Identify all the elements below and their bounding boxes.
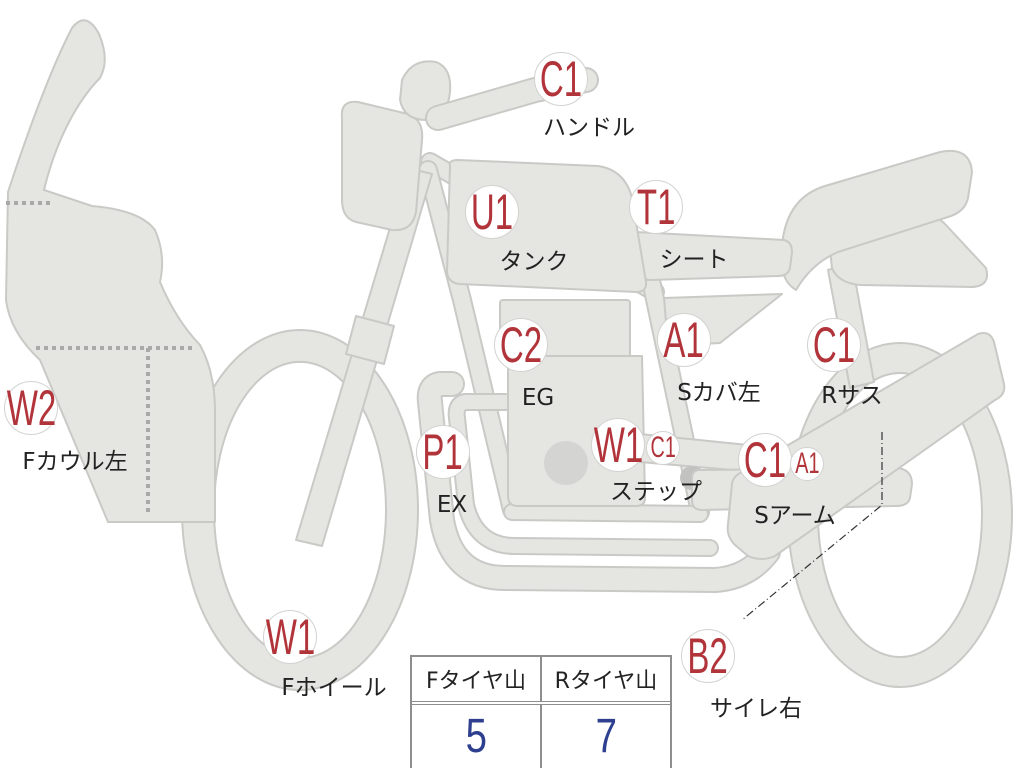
part-label: Fホイール [281,675,387,701]
code-badge: U1 [465,185,519,239]
code-badge: C1 [807,318,861,372]
code-text: W2 [6,380,56,436]
code-badge: C1 [534,52,588,106]
part-label: ハンドル [543,115,635,141]
front-tread-cell: 5 [412,705,540,768]
code-text: P1 [422,424,464,480]
exhaust-outer-pipe [418,373,779,591]
tire-tread-table: Fタイヤ山 Rタイヤ山 5 7 [410,655,672,768]
rear-tread-header: Rタイヤ山 [540,657,670,701]
front-tread-header: Fタイヤ山 [426,669,526,694]
code-badge: B2 [681,629,735,683]
rear-tread-value: 7 [595,710,617,763]
code-badge: W1 [591,418,645,472]
code-text: C1 [743,432,787,488]
fork-cover [345,315,395,365]
code-badge: W2 [4,381,58,435]
secondary-code-badge: A1 [790,447,824,481]
code-text: C2 [499,317,543,373]
exhaust-pipes [416,371,781,593]
code-badge: W1 [263,610,317,664]
secondary-code-badge: C1 [646,431,680,465]
secondary-code-text: C1 [650,431,676,464]
part-label: Sカバ左 [677,380,761,406]
tire-tread-value-row: 5 7 [412,705,670,768]
exhaust-inner-pipe [449,395,717,555]
code-badge: C2 [494,318,548,372]
code-text: W1 [265,609,315,665]
front-cowl [5,19,216,523]
front-wheel [181,329,419,691]
secondary-code-text: A1 [794,447,820,480]
code-text: U1 [470,184,514,240]
code-text: C1 [812,317,856,373]
part-label: ステップ [610,479,702,505]
silencer [726,332,1006,560]
part-label: EG [521,385,555,411]
code-text: C1 [539,51,583,107]
tire-tread-header-row: Fタイヤ山 Rタイヤ山 [412,657,670,705]
headlight [340,100,424,232]
tail-cowl [781,150,973,291]
part-label: Rサス [821,383,883,409]
part-label: シート [659,247,729,273]
code-badge: C1 [738,433,792,487]
code-badge: P1 [416,425,470,479]
part-label: サイレ右 [710,696,802,722]
rear-tread-cell: 7 [540,705,670,768]
frame-lower-rail [505,505,707,521]
code-text: B2 [687,628,729,684]
engine-cover [544,441,588,485]
front-tread-value: 5 [465,710,487,763]
frame-down-tube [420,162,520,518]
part-label: EX [436,492,468,518]
code-text: T1 [636,179,676,235]
part-label: Fカウル左 [22,449,128,475]
part-label: タンク [499,249,569,275]
part-label: Sアーム [754,503,836,529]
code-badge: T1 [629,180,683,234]
code-badge: A1 [657,313,711,367]
code-text: A1 [663,312,705,368]
code-text: W1 [593,417,643,473]
